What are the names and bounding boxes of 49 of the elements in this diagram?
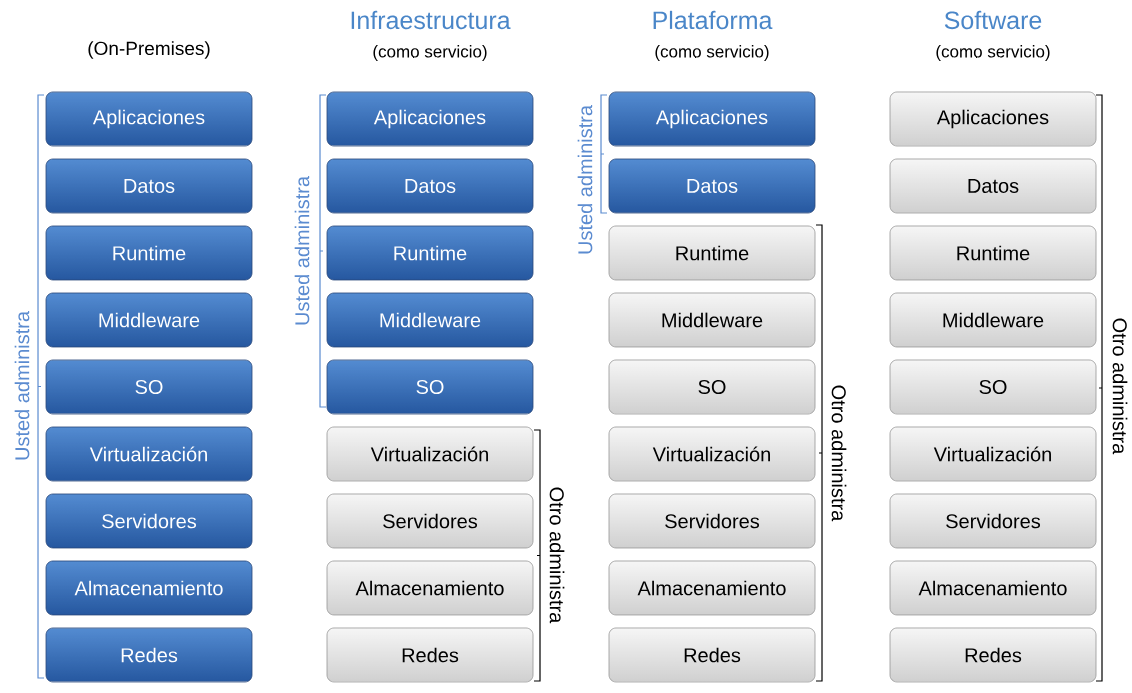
managed-layer-box: Middleware [326,292,534,348]
provider-layer-box: Servidores [889,493,1097,549]
managed-layer-box: SO [326,359,534,415]
provider-layer-box: Runtime [608,225,816,281]
managed-layer-box: Aplicaciones [45,91,253,147]
provider-layer-box: Redes [608,627,816,683]
managed-layer-box: Runtime [45,225,253,281]
provider-layer-box: Servidores [608,493,816,549]
provider-layer-box: Redes [889,627,1097,683]
provider-layer-box: Runtime [889,225,1097,281]
managed-layer-box: Datos [326,158,534,214]
managed-layer-box: Datos [45,158,253,214]
managed-layer-box: Redes [45,627,253,683]
provider-layer-box: SO [608,359,816,415]
managed-layer-box: Aplicaciones [608,91,816,147]
managed-layer-box: Datos [608,158,816,214]
column-subtitle: (como servicio) [936,45,1050,61]
column-subtitle: (como servicio) [373,45,487,61]
managed-layer-box: Runtime [326,225,534,281]
managed-layer-box: Middleware [45,292,253,348]
provider-layer-box: Middleware [608,292,816,348]
provider-layer-box: Almacenamiento [326,560,534,616]
bracket-label: Otro administra [831,385,847,522]
bracket-label: Otro administra [549,487,565,624]
managed-layer-box: Virtualización [45,426,253,482]
managed-layer-box: SO [45,359,253,415]
bracket-label: Usted administra [577,105,593,254]
provider-layer-box: Virtualización [326,426,534,482]
provider-layer-box: SO [889,359,1097,415]
column-title: Plataforma [653,10,773,30]
provider-layer-box: Virtualización [889,426,1097,482]
column-title: Software [944,10,1042,30]
managed-layer-box: Almacenamiento [45,560,253,616]
provider-layer-box: Redes [326,627,534,683]
provider-layer-box: Almacenamiento [889,560,1097,616]
provider-layer-box: Middleware [889,292,1097,348]
bracket-label: Otro administra [1112,318,1128,455]
bracket-label: Usted administra [14,311,30,460]
provider-layer-box: Almacenamiento [608,560,816,616]
column-title: (On-Premises) [88,41,210,59]
provider-layer-box: Virtualización [608,426,816,482]
managed-layer-box: Servidores [45,493,253,549]
provider-layer-box: Aplicaciones [889,91,1097,147]
managed-layer-box: Aplicaciones [326,91,534,147]
provider-layer-box: Datos [889,158,1097,214]
column-subtitle: (como servicio) [655,45,769,61]
bracket-label: Usted administra [294,176,310,325]
column-title: Infraestructura [351,10,511,30]
provider-layer-box: Servidores [326,493,534,549]
